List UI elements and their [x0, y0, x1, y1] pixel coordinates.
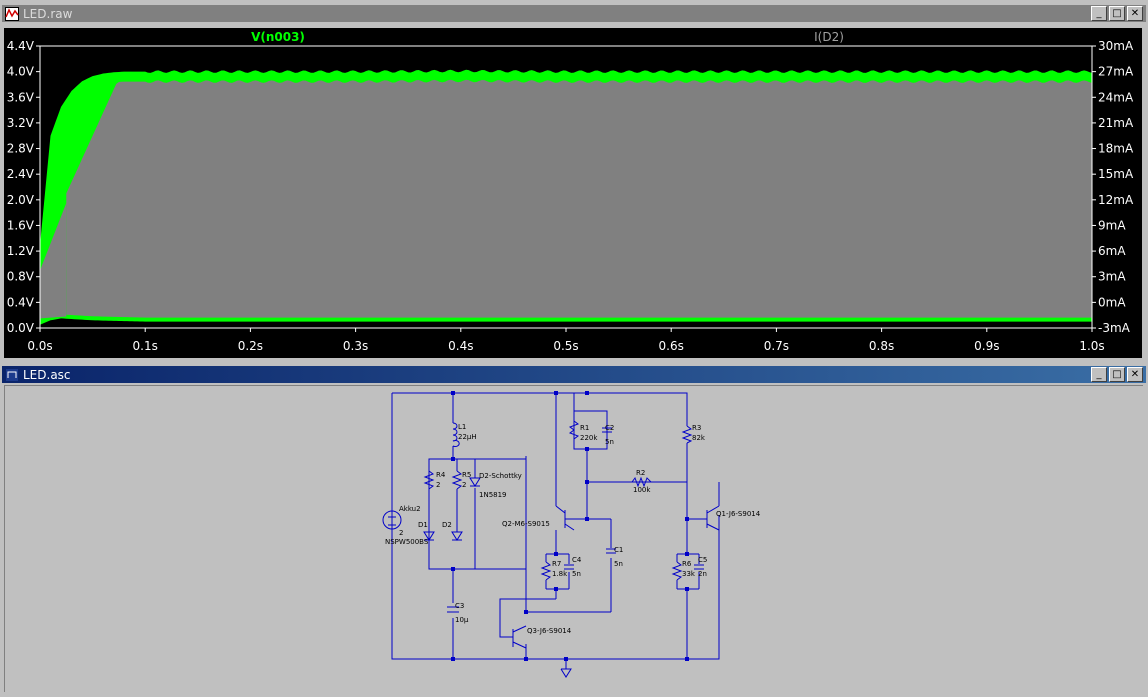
waveform-window-title: LED.raw	[23, 6, 73, 21]
label-C1-value: 5n	[614, 560, 623, 568]
label-akku-value: 2	[399, 529, 403, 537]
x-tick-label: 0.5s	[553, 339, 578, 353]
y-left-tick-label: 2.4V	[7, 167, 35, 181]
label-C4: C4	[572, 556, 582, 564]
trace-label-current[interactable]: I(D2)	[814, 30, 844, 44]
maximize-button[interactable]: □	[1109, 6, 1125, 21]
label-D1: D1	[418, 521, 428, 529]
x-tick-label: 0.3s	[343, 339, 368, 353]
y-right-tick-label: 30mA	[1098, 39, 1134, 53]
waveform-app-icon	[5, 6, 19, 21]
waveform-chart[interactable]: 0.0V 0.4V 0.8V 1.2V 1.6V 2.0V 2.4V 2.8V 3.2V 3.6V…	[4, 28, 1142, 358]
y-right-tick-label: 27mA	[1098, 65, 1134, 79]
label-R6: R6	[682, 560, 692, 568]
waveform-window-titlebar[interactable]: LED.raw _ □ ✕	[2, 5, 1146, 22]
y-right-tick-label: 21mA	[1098, 116, 1134, 130]
label-R2-value: 100k	[633, 486, 651, 494]
y-right-tick-label: 24mA	[1098, 90, 1134, 104]
x-tick-label: 0.2s	[238, 339, 263, 353]
minimize-button[interactable]: _	[1091, 367, 1107, 382]
x-tick-label: 1.0s	[1079, 339, 1104, 353]
y-left-tick-label: 3.6V	[7, 90, 35, 104]
close-button[interactable]: ✕	[1127, 6, 1143, 21]
x-tick-label: 0.8s	[869, 339, 894, 353]
x-tick-label: 0.4s	[448, 339, 473, 353]
label-akku: Akku2	[399, 505, 421, 513]
y-right-tick-label: 12mA	[1098, 193, 1134, 207]
schematic-window: LED.asc _ □ ✕	[0, 366, 1148, 692]
y-left-tick-label: 1.6V	[7, 218, 35, 232]
label-R5-value: 2	[462, 481, 466, 489]
y-left-tick-label: 1.2V	[7, 244, 35, 258]
label-C3: C3	[455, 602, 464, 610]
label-D2: D2	[442, 521, 452, 529]
waveform-window: LED.raw _ □ ✕ 0.0V 0.4V 0.8V 1.2V 1.6V 2.0V 2.…	[0, 5, 1148, 358]
y-left-tick-label: 3.2V	[7, 116, 35, 130]
label-R6-value: 33k	[682, 570, 696, 578]
y-right-tick-label: 3mA	[1098, 270, 1126, 284]
label-R4: R4	[436, 471, 446, 479]
label-C1: C1	[614, 546, 623, 554]
current-trace-start	[40, 203, 67, 319]
label-C2: C2	[605, 424, 614, 432]
label-C5: C5	[698, 556, 707, 564]
x-tick-label: 0.9s	[974, 339, 999, 353]
label-C5-value: 2n	[698, 570, 707, 578]
y-right-tick-label: -3mA	[1098, 321, 1131, 335]
label-Q1: Q1-J6-S9014	[716, 510, 761, 518]
label-L1: L1	[458, 423, 466, 431]
label-C4-value: 5n	[572, 570, 581, 578]
y-right-tick-label: 6mA	[1098, 244, 1126, 258]
label-R7: R7	[552, 560, 561, 568]
label-R4-value: 2	[436, 481, 440, 489]
label-led-model: NSPW500BS	[385, 538, 429, 546]
label-R7-value: 1.8k	[552, 570, 568, 578]
schematic-drawing[interactable]: L1 22µH R4 2 R5 2 D2-Schottky 1N5819 Akk…	[5, 386, 1143, 692]
y-right-tick-label: 0mA	[1098, 295, 1126, 309]
x-tick-label: 0.7s	[764, 339, 789, 353]
y-left-tick-label: 4.4V	[7, 39, 35, 53]
schematic-app-icon	[6, 368, 18, 381]
x-tick-label: 0.1s	[133, 339, 158, 353]
trace-label-voltage[interactable]: V(n003)	[251, 30, 305, 44]
close-button[interactable]: ✕	[1127, 367, 1143, 382]
x-tick-label: 0.6s	[659, 339, 684, 353]
y-right-tick-label: 15mA	[1098, 167, 1134, 181]
y-left-tick-label: 0.4V	[7, 295, 35, 309]
schematic-junctions	[451, 391, 689, 661]
label-L1-value: 22µH	[458, 433, 477, 441]
label-R5: R5	[462, 471, 471, 479]
label-C3-value: 10µ	[455, 616, 469, 624]
waveform-plot-area[interactable]: 0.0V 0.4V 0.8V 1.2V 1.6V 2.0V 2.4V 2.8V 3.2V 3.6V…	[4, 28, 1142, 358]
y-left-tick-label: 2.0V	[7, 193, 35, 207]
schematic-components[interactable]	[382, 420, 720, 649]
label-C2-value: 5n	[605, 438, 614, 446]
y-right-tick-label: 18mA	[1098, 142, 1134, 156]
label-R2: R2	[636, 469, 645, 477]
schematic-window-titlebar[interactable]: LED.asc _ □ ✕	[2, 366, 1146, 383]
label-D2-schottky-value: 1N5819	[479, 491, 507, 499]
y-left-tick-label: 4.0V	[7, 65, 35, 79]
current-trace-fill	[66, 79, 1092, 318]
schematic-canvas[interactable]: L1 22µH R4 2 R5 2 D2-Schottky 1N5819 Akk…	[4, 385, 1143, 692]
y-left-tick-label: 0.0V	[7, 321, 35, 335]
label-R3: R3	[692, 424, 701, 432]
x-tick-label: 0.0s	[27, 339, 52, 353]
y-left-tick-label: 0.8V	[7, 270, 35, 284]
schematic-window-title: LED.asc	[23, 367, 71, 382]
label-Q3: Q3-J6-S9014	[527, 627, 572, 635]
minimize-button[interactable]: _	[1091, 6, 1107, 21]
label-R3-value: 82k	[692, 434, 706, 442]
y-left-tick-label: 2.8V	[7, 142, 35, 156]
maximize-button[interactable]: □	[1109, 367, 1125, 382]
label-R1-value: 220k	[580, 434, 598, 442]
label-D2-schottky: D2-Schottky	[479, 472, 522, 480]
label-Q2: Q2-M6-S9015	[502, 520, 550, 528]
label-R1: R1	[580, 424, 589, 432]
y-right-tick-label: 9mA	[1098, 218, 1126, 232]
